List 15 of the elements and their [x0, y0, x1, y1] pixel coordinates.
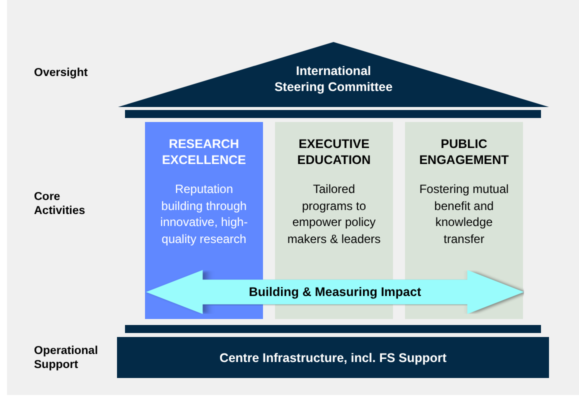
pillar-heading: RESEARCH EXCELLENCE	[160, 136, 248, 168]
pillar-description: Reputation building through innovative, high-quality research	[159, 181, 249, 247]
impact-banner	[146, 270, 524, 314]
tier-label: Operational Support	[34, 344, 99, 372]
roof-triangle	[118, 42, 549, 107]
foundation-label: Centre Infrastructure, incl. FS Support	[219, 350, 447, 364]
tier-label: Oversight	[34, 66, 89, 80]
pillar-heading: EXECUTIVE EDUCATION	[296, 136, 372, 168]
foundation-bar	[117, 337, 549, 378]
pillar-heading: PUBLIC ENGAGEMENT	[418, 136, 510, 168]
pillar-description: Fostering mutual benefit and knowledge transfer	[418, 181, 510, 247]
banner-label: Building & Measuring Impact	[248, 285, 422, 299]
roof-title: International Steering Committee	[273, 63, 394, 95]
pillar-description: Tailored programs to empower policy makers & leaders	[287, 181, 381, 247]
tier-label: Core Activities	[34, 190, 86, 218]
